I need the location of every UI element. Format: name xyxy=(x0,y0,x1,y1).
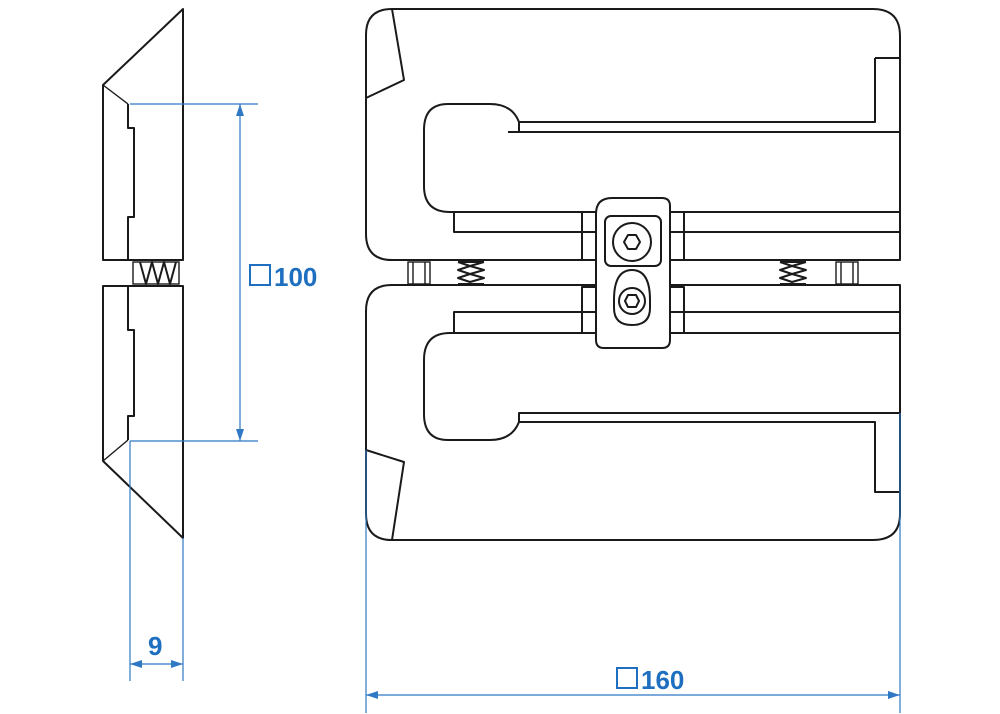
side-view xyxy=(102,8,184,539)
spring-left xyxy=(457,261,485,285)
side-view-lower-step xyxy=(127,286,135,440)
clamp-plate xyxy=(581,197,685,349)
dimension-thickness-value: 9 xyxy=(148,631,162,661)
square-size-symbol-icon xyxy=(249,264,271,286)
dimension-width: 160 xyxy=(365,413,901,713)
side-view-upper-step xyxy=(127,104,135,260)
dimension-height: 100 xyxy=(130,103,317,442)
side-view-spring xyxy=(132,261,180,285)
square-size-symbol-icon xyxy=(616,667,638,689)
dimension-height-value: 100 xyxy=(274,262,317,292)
spring-right xyxy=(779,261,807,285)
upper-block-slot xyxy=(423,58,901,233)
side-view-lower-part xyxy=(102,285,184,539)
dimension-width-value: 160 xyxy=(641,665,684,695)
dimension-thickness: 9 xyxy=(129,441,184,681)
front-view xyxy=(365,8,901,541)
hex-socket-icon xyxy=(612,222,652,262)
hex-socket-icon xyxy=(618,287,646,315)
lower-block-slot xyxy=(423,311,901,493)
side-view-upper-part xyxy=(102,8,184,261)
guide-pin-left xyxy=(407,261,431,285)
front-view-lower-block xyxy=(365,284,901,541)
front-view-upper-block xyxy=(365,8,901,261)
guide-pin-right xyxy=(835,261,859,285)
